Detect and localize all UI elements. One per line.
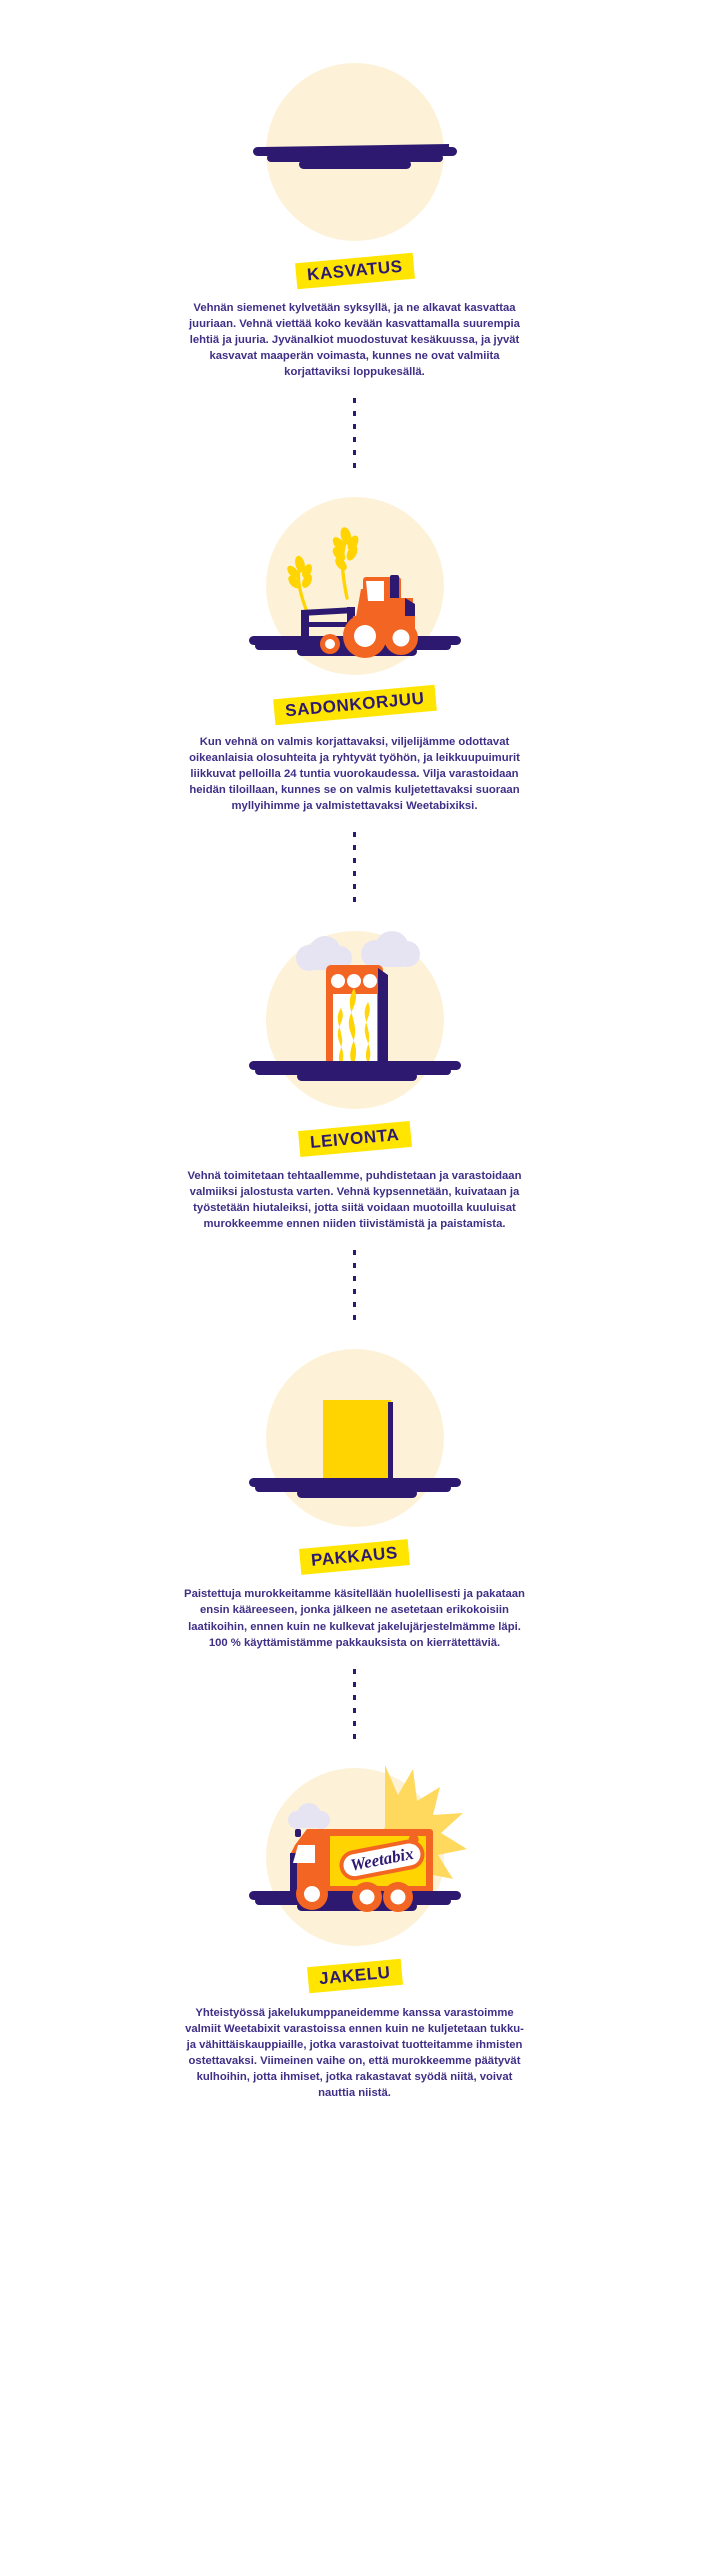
connector-1 xyxy=(353,398,356,469)
ground-shape xyxy=(248,1061,461,1082)
seedling-field-icon xyxy=(252,144,457,169)
stage-badge-jakelu: JAKELU xyxy=(306,1958,403,1993)
oven-body-shape xyxy=(325,965,388,1071)
stage-badge-pakkaus: PAKKAUS xyxy=(299,1539,410,1576)
badge-wrap-pakkaus: PAKKAUS xyxy=(299,1539,410,1576)
wheat-stalk-icon xyxy=(286,555,312,614)
stage-badge-kasvatus: KASVATUS xyxy=(294,252,415,290)
stage-badge-sadonkorjuu: SADONKORJUU xyxy=(272,684,437,726)
stage-body-sadonkorjuu: Kun vehnä on valmis korjattavaksi, vilje… xyxy=(189,736,520,813)
ground-shape xyxy=(248,1478,461,1499)
connector-3 xyxy=(353,1250,356,1321)
stage-leivonta: LEIVONTA Vehnä toimitetaan tehtaallemme,… xyxy=(0,920,709,1338)
delivery-truck-icon: Weetabix xyxy=(248,1764,467,1912)
heat-wave-icon xyxy=(337,988,370,1067)
badge-wrap-jakelu: JAKELU xyxy=(306,1958,403,1993)
truck-cab-shape xyxy=(289,1828,325,1893)
box-shape xyxy=(322,1400,393,1485)
steam-cloud-icon xyxy=(360,931,420,969)
stage-body-leivonta: Vehnä toimitetaan tehtaallemme, puhdiste… xyxy=(187,1170,522,1231)
stage-sadonkorjuu: SADONKORJUU Kun vehnä on valmis korjatta… xyxy=(0,486,709,920)
badge-wrap-kasvatus: KASVATUS xyxy=(294,252,415,290)
connector-4 xyxy=(353,1668,356,1739)
truck-wheels xyxy=(295,1877,413,1912)
stage-badge-leivonta: LEIVONTA xyxy=(297,1121,412,1158)
wheat-stalk-icon xyxy=(332,527,358,600)
oven-icon xyxy=(248,931,461,1082)
stage-body-jakelu: Yhteistyössä jakelukumppaneidemme kanssa… xyxy=(185,2006,524,2099)
stage-kasvatus: KASVATUS Vehnän siemenet kylvetään syksy… xyxy=(0,0,709,486)
cloud-icon xyxy=(287,1802,330,1829)
illustration-jakelu: Weetabix xyxy=(235,1757,475,1957)
badge-wrap-leivonta: LEIVONTA xyxy=(297,1121,412,1158)
illustration-kasvatus xyxy=(235,52,475,252)
tractor-wheels xyxy=(319,614,418,659)
illustration-pakkaus xyxy=(235,1338,475,1538)
weetabix-logo: Weetabix xyxy=(338,1833,424,1880)
tractor-icon xyxy=(248,527,461,659)
badge-wrap-sadonkorjuu: SADONKORJUU xyxy=(272,684,437,726)
illustration-leivonta xyxy=(235,920,475,1120)
stage-body-pakkaus: Paistettuja murokkeitamme käsitellään hu… xyxy=(184,1588,525,1649)
package-box-icon xyxy=(248,1400,461,1499)
stage-body-kasvatus: Vehnän siemenet kylvetään syksyllä, ja n… xyxy=(189,302,520,379)
stage-pakkaus: PAKKAUS Paistettuja murokkeitamme käsite… xyxy=(0,1338,709,1756)
illustration-sadonkorjuu xyxy=(235,486,475,686)
connector-2 xyxy=(353,832,356,903)
stage-jakelu: Weetabix JAKELU Yhteistyössä xyxy=(0,1757,709,2101)
